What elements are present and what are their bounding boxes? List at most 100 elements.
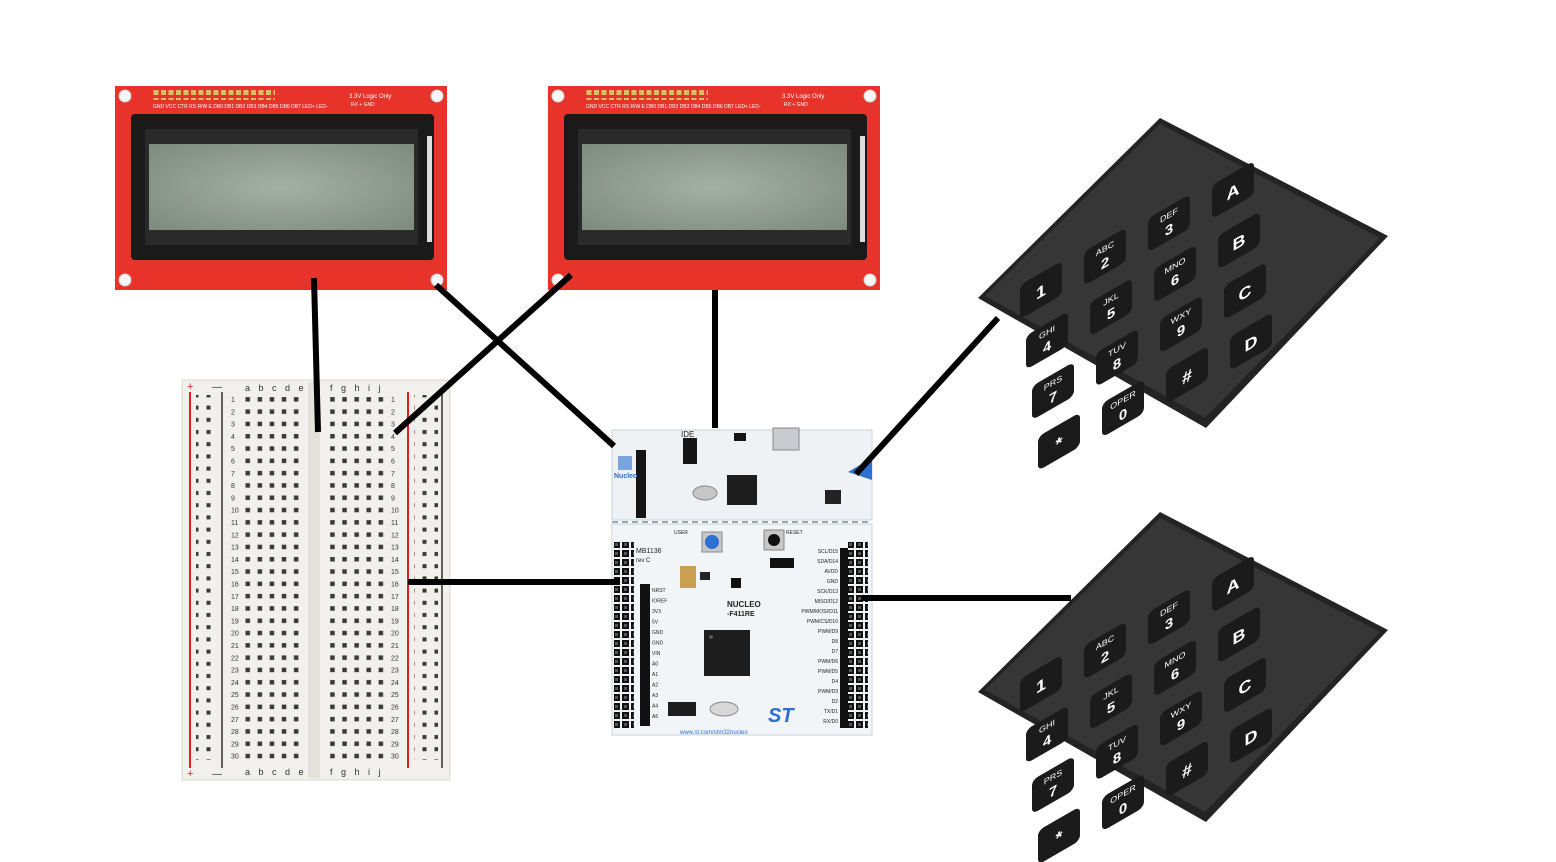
key-A[interactable]: A — [1212, 161, 1254, 219]
pin-label: GND — [652, 641, 664, 647]
wire-lcd1-to-breadboard — [311, 277, 321, 433]
key-D[interactable]: D — [1230, 706, 1272, 764]
mount-hole — [430, 89, 444, 103]
lcd-pins-label: RX + GND — [784, 102, 808, 108]
lcd-screen — [582, 144, 847, 230]
left-morpho-header — [614, 542, 634, 730]
mount-hole — [551, 89, 565, 103]
pin-label: D8 — [832, 639, 839, 645]
stlink-label: IDE — [681, 430, 694, 439]
pin-label: A0 — [652, 662, 658, 668]
row-number: 16 — [231, 582, 239, 589]
row-number: 11 — [231, 520, 238, 527]
mount-hole — [863, 273, 877, 287]
key-label: D — [1245, 330, 1258, 356]
lcd-screen — [149, 144, 414, 230]
key-1[interactable]: 1 — [1020, 261, 1062, 319]
key-C[interactable]: C — [1224, 262, 1266, 320]
key-hash[interactable]: # — [1166, 740, 1208, 798]
key-C[interactable]: C — [1224, 656, 1266, 714]
key-1[interactable]: 1 — [1020, 655, 1062, 713]
lcd-header-pins — [153, 90, 275, 100]
pin-label: RX/D0 — [823, 719, 838, 725]
center-channel — [308, 382, 320, 778]
pin-label: NRST — [652, 588, 666, 594]
key-label: 6 — [1171, 665, 1180, 685]
row-number: 9 — [231, 495, 235, 502]
lcd-header-pins — [586, 90, 708, 100]
key-A[interactable]: A — [1212, 555, 1254, 613]
pin-label: PWM/D6 — [818, 659, 838, 665]
pin-label: A4 — [652, 704, 658, 710]
row-number: 23 — [391, 668, 399, 675]
key-star[interactable]: * — [1038, 412, 1080, 470]
power-rail-holes — [414, 395, 438, 760]
row-number: 2 — [391, 409, 395, 416]
row-number: 13 — [391, 545, 399, 552]
user-button[interactable] — [705, 535, 719, 549]
key-label: 3 — [1165, 220, 1174, 240]
key-D[interactable]: D — [1230, 312, 1272, 370]
lcd-header-labels: GND VCC CTR RS R/W E DB0 DB1 DB2 DB3 DB4… — [586, 104, 761, 110]
terminal-strip-left — [240, 394, 302, 764]
key-label: 0 — [1119, 799, 1127, 819]
column-letters-right: f g h i j — [330, 767, 384, 777]
lcd-header-labels: GND VCC CTR RS R/W E DB0 DB1 DB2 DB3 DB4… — [153, 104, 328, 110]
row-number: 20 — [391, 631, 399, 638]
key-label: 7 — [1049, 782, 1057, 802]
pin-label: GND — [652, 630, 664, 636]
key-star[interactable]: * — [1038, 806, 1080, 862]
pin-label: PWM/D5 — [818, 669, 838, 675]
pin-label: PWM/MOSI/D11 — [801, 609, 838, 615]
pin-label: D2 — [832, 699, 839, 705]
power-rail-holes — [196, 395, 218, 760]
row-number: 27 — [391, 717, 399, 724]
key-label: 5 — [1107, 304, 1116, 324]
key-label: 4 — [1043, 337, 1052, 357]
key-hash[interactable]: # — [1166, 346, 1208, 404]
key-B[interactable]: B — [1218, 605, 1260, 663]
key-B[interactable]: B — [1218, 211, 1260, 269]
pin-label: A5 — [652, 714, 658, 720]
key-label: 7 — [1049, 388, 1057, 408]
pin-label: IOREF — [652, 599, 667, 605]
row-number: 5 — [391, 446, 395, 453]
row-number: 24 — [231, 680, 239, 687]
rail-minus-label: — — [212, 382, 222, 393]
column-letters-left: a b c d e — [245, 383, 307, 393]
key-label: A — [1227, 573, 1240, 599]
key-label: 4 — [1043, 731, 1052, 751]
key-label: 2 — [1101, 254, 1110, 274]
reset-button[interactable] — [768, 534, 780, 546]
row-number: 4 — [231, 434, 235, 441]
key-label: 1 — [1036, 674, 1046, 698]
revision-label: rev C — [636, 558, 651, 564]
reset-button-label: RESET — [786, 530, 803, 536]
rail-minus-label: — — [212, 769, 222, 780]
row-number: 7 — [231, 471, 235, 478]
pin-label: AVDD — [824, 569, 838, 575]
row-number: 20 — [231, 631, 239, 638]
key-label: 1 — [1036, 280, 1046, 304]
capacitor — [680, 566, 696, 588]
